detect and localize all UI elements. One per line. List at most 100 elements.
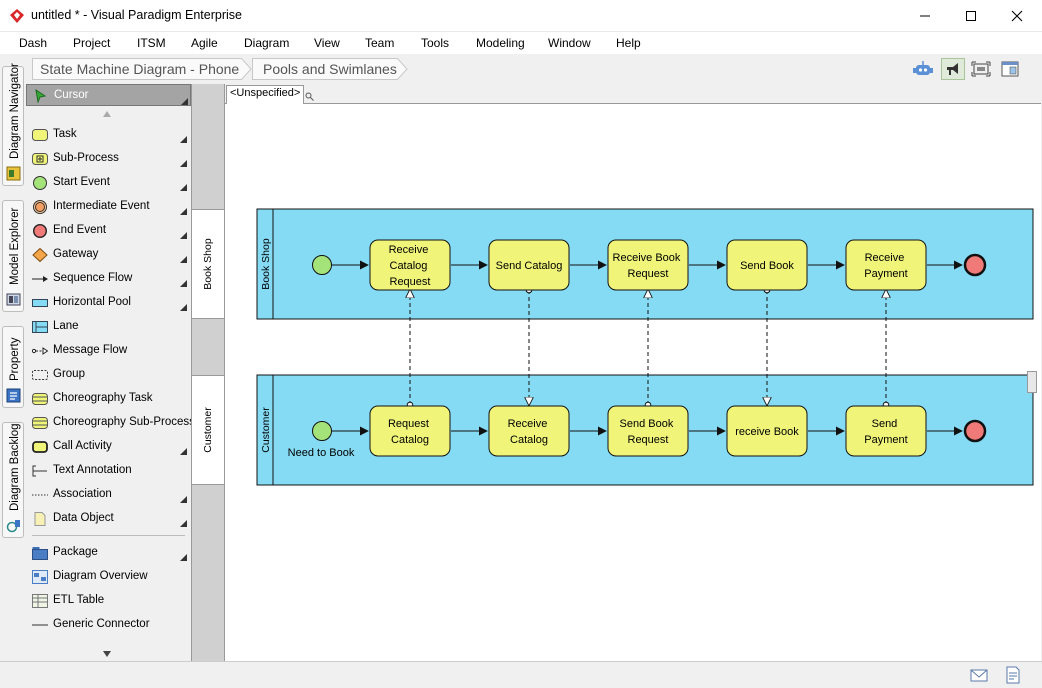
layout-panel-icon[interactable] xyxy=(998,58,1022,80)
palette-item-sub-process[interactable]: Sub-Process xyxy=(26,148,191,170)
expand-triangle-icon[interactable] xyxy=(180,136,187,143)
palette-item-data-object[interactable]: Data Object xyxy=(26,508,191,530)
mail-icon[interactable] xyxy=(969,666,989,684)
task-send-catalog[interactable] xyxy=(488,239,570,291)
expand-triangle-icon[interactable] xyxy=(180,160,187,167)
breadcrumb-item-diagram[interactable]: State Machine Diagram - Phone xyxy=(32,58,242,80)
tab-diagram-backlog[interactable]: Diagram Backlog xyxy=(2,422,24,538)
svg-text:Receive Payment: Receive Payment xyxy=(864,252,907,280)
expand-triangle-icon[interactable] xyxy=(180,520,187,527)
task-request-catalog[interactable] xyxy=(369,405,451,457)
expand-triangle-icon[interactable] xyxy=(180,496,187,503)
expand-triangle-icon[interactable] xyxy=(180,280,187,287)
end-event-customer[interactable] xyxy=(963,419,987,443)
model-explorer-icon xyxy=(6,293,21,306)
menu-modeling[interactable]: Modeling xyxy=(476,36,525,50)
menu-diagram[interactable]: Diagram xyxy=(244,36,290,50)
lane-header-book-shop[interactable]: Book Shop xyxy=(192,209,224,319)
task-send-book-request[interactable] xyxy=(607,405,689,457)
palette-item-choreography-task[interactable]: Choreography Task xyxy=(26,388,191,410)
palette-item-intermediate-event[interactable]: Intermediate Event xyxy=(26,196,191,218)
menu-view[interactable]: View xyxy=(314,36,340,50)
start-event-book-shop[interactable] xyxy=(312,255,332,275)
announcement-icon[interactable] xyxy=(941,58,965,80)
expand-triangle-icon[interactable] xyxy=(180,304,187,311)
palette-item-sequence-flow[interactable]: Sequence Flow xyxy=(26,268,191,290)
tab-model-explorer[interactable]: Model Explorer xyxy=(2,200,24,312)
palette-item-etl-table[interactable]: ETL Table xyxy=(26,590,191,612)
palette-label: Sequence Flow xyxy=(53,272,133,284)
palette-item-lane[interactable]: Lane xyxy=(26,316,191,338)
menu-itsm[interactable]: ITSM xyxy=(137,36,166,50)
scroll-down-icon[interactable] xyxy=(102,650,112,658)
palette-separator xyxy=(32,535,185,536)
close-button[interactable] xyxy=(994,0,1040,32)
menu-team[interactable]: Team xyxy=(365,36,395,50)
task-label-line: receive Book xyxy=(735,426,799,438)
palette-item-choreography-sub-process[interactable]: Choreography Sub-Process xyxy=(26,412,195,434)
menu-project[interactable]: Project xyxy=(73,36,111,50)
task-receive-catalog[interactable] xyxy=(488,405,570,457)
expand-triangle-icon[interactable] xyxy=(180,208,187,215)
palette-label: Association xyxy=(53,488,112,500)
palette-item-message-flow[interactable]: Message Flow xyxy=(26,340,191,362)
task-label-line: Send Book xyxy=(740,260,794,272)
palette-item-horizontal-pool[interactable]: Horizontal Pool xyxy=(26,292,191,314)
palette-item-end-event[interactable]: End Event xyxy=(26,220,191,242)
menu-dash[interactable]: Dash xyxy=(19,36,48,50)
task-receive-payment[interactable] xyxy=(845,239,927,291)
menu-tools[interactable]: Tools xyxy=(421,36,450,50)
expand-triangle-icon[interactable] xyxy=(180,232,187,239)
maximize-button[interactable] xyxy=(948,0,994,32)
message-flow-icon xyxy=(32,347,48,355)
palette-item-call-activity[interactable]: Call Activity xyxy=(26,436,191,458)
task-send-book[interactable] xyxy=(726,239,808,291)
palette-item-diagram-overview[interactable]: Diagram Overview xyxy=(26,566,191,588)
search-icon[interactable] xyxy=(305,92,314,101)
choreography-sub-process-icon xyxy=(32,417,48,429)
tab-label: <Unspecified> xyxy=(230,87,301,99)
task-label-line: Send xyxy=(872,418,898,430)
sub-process-icon xyxy=(32,153,48,165)
task-receive-catalog-request[interactable] xyxy=(369,239,451,291)
end-event-book-shop[interactable] xyxy=(963,253,987,277)
palette-item-group[interactable]: Group xyxy=(26,364,191,386)
tab-unspecified[interactable]: <Unspecified> xyxy=(226,85,305,104)
data-object-icon xyxy=(34,512,46,526)
tab-label: Property xyxy=(9,337,21,381)
palette-item-package[interactable]: Package xyxy=(26,542,191,564)
minimize-button[interactable] xyxy=(902,0,948,32)
tab-property[interactable]: Property xyxy=(2,326,24,408)
palette-label: Gateway xyxy=(53,248,99,260)
diagram-backlog-icon xyxy=(6,520,20,533)
palette-item-task[interactable]: Task xyxy=(26,124,191,146)
task-receive-book-request[interactable] xyxy=(607,239,689,291)
task-send-payment[interactable] xyxy=(845,405,927,457)
expand-triangle-icon[interactable] xyxy=(180,256,187,263)
fit-diagram-icon[interactable] xyxy=(969,58,993,80)
scroll-up-icon[interactable] xyxy=(102,110,112,118)
palette-item-start-event[interactable]: Start Event xyxy=(26,172,191,194)
palette-item-association[interactable]: Association xyxy=(26,484,191,506)
canvas-resize-handle[interactable] xyxy=(1027,371,1037,393)
lane-header-customer[interactable]: Customer xyxy=(192,375,224,485)
expand-triangle-icon[interactable] xyxy=(180,184,187,191)
robot-icon[interactable] xyxy=(911,58,935,80)
minimize-icon xyxy=(920,15,930,17)
diagram-canvas[interactable]: Book Shop Customer xyxy=(225,104,1041,661)
tab-diagram-navigator[interactable]: Diagram Navigator xyxy=(2,63,24,186)
start-event-customer[interactable] xyxy=(312,421,332,441)
notes-icon[interactable] xyxy=(1003,666,1023,684)
expand-triangle-icon[interactable] xyxy=(180,448,187,455)
menu-agile[interactable]: Agile xyxy=(191,36,218,50)
palette-item-generic-connector[interactable]: Generic Connector xyxy=(26,614,191,636)
palette-item-gateway[interactable]: Gateway xyxy=(26,244,191,266)
breadcrumb-item-pools[interactable]: Pools and Swimlanes xyxy=(252,58,398,80)
expand-triangle-icon[interactable] xyxy=(180,554,187,561)
menu-window[interactable]: Window xyxy=(548,36,591,50)
task-receive-book[interactable] xyxy=(726,405,808,457)
palette-cursor[interactable]: Cursor xyxy=(26,84,191,106)
menu-help[interactable]: Help xyxy=(616,36,641,50)
palette-item-text-annotation[interactable]: Text Annotation xyxy=(26,460,191,482)
window-title: untitled * - Visual Paradigm Enterprise xyxy=(31,8,242,22)
